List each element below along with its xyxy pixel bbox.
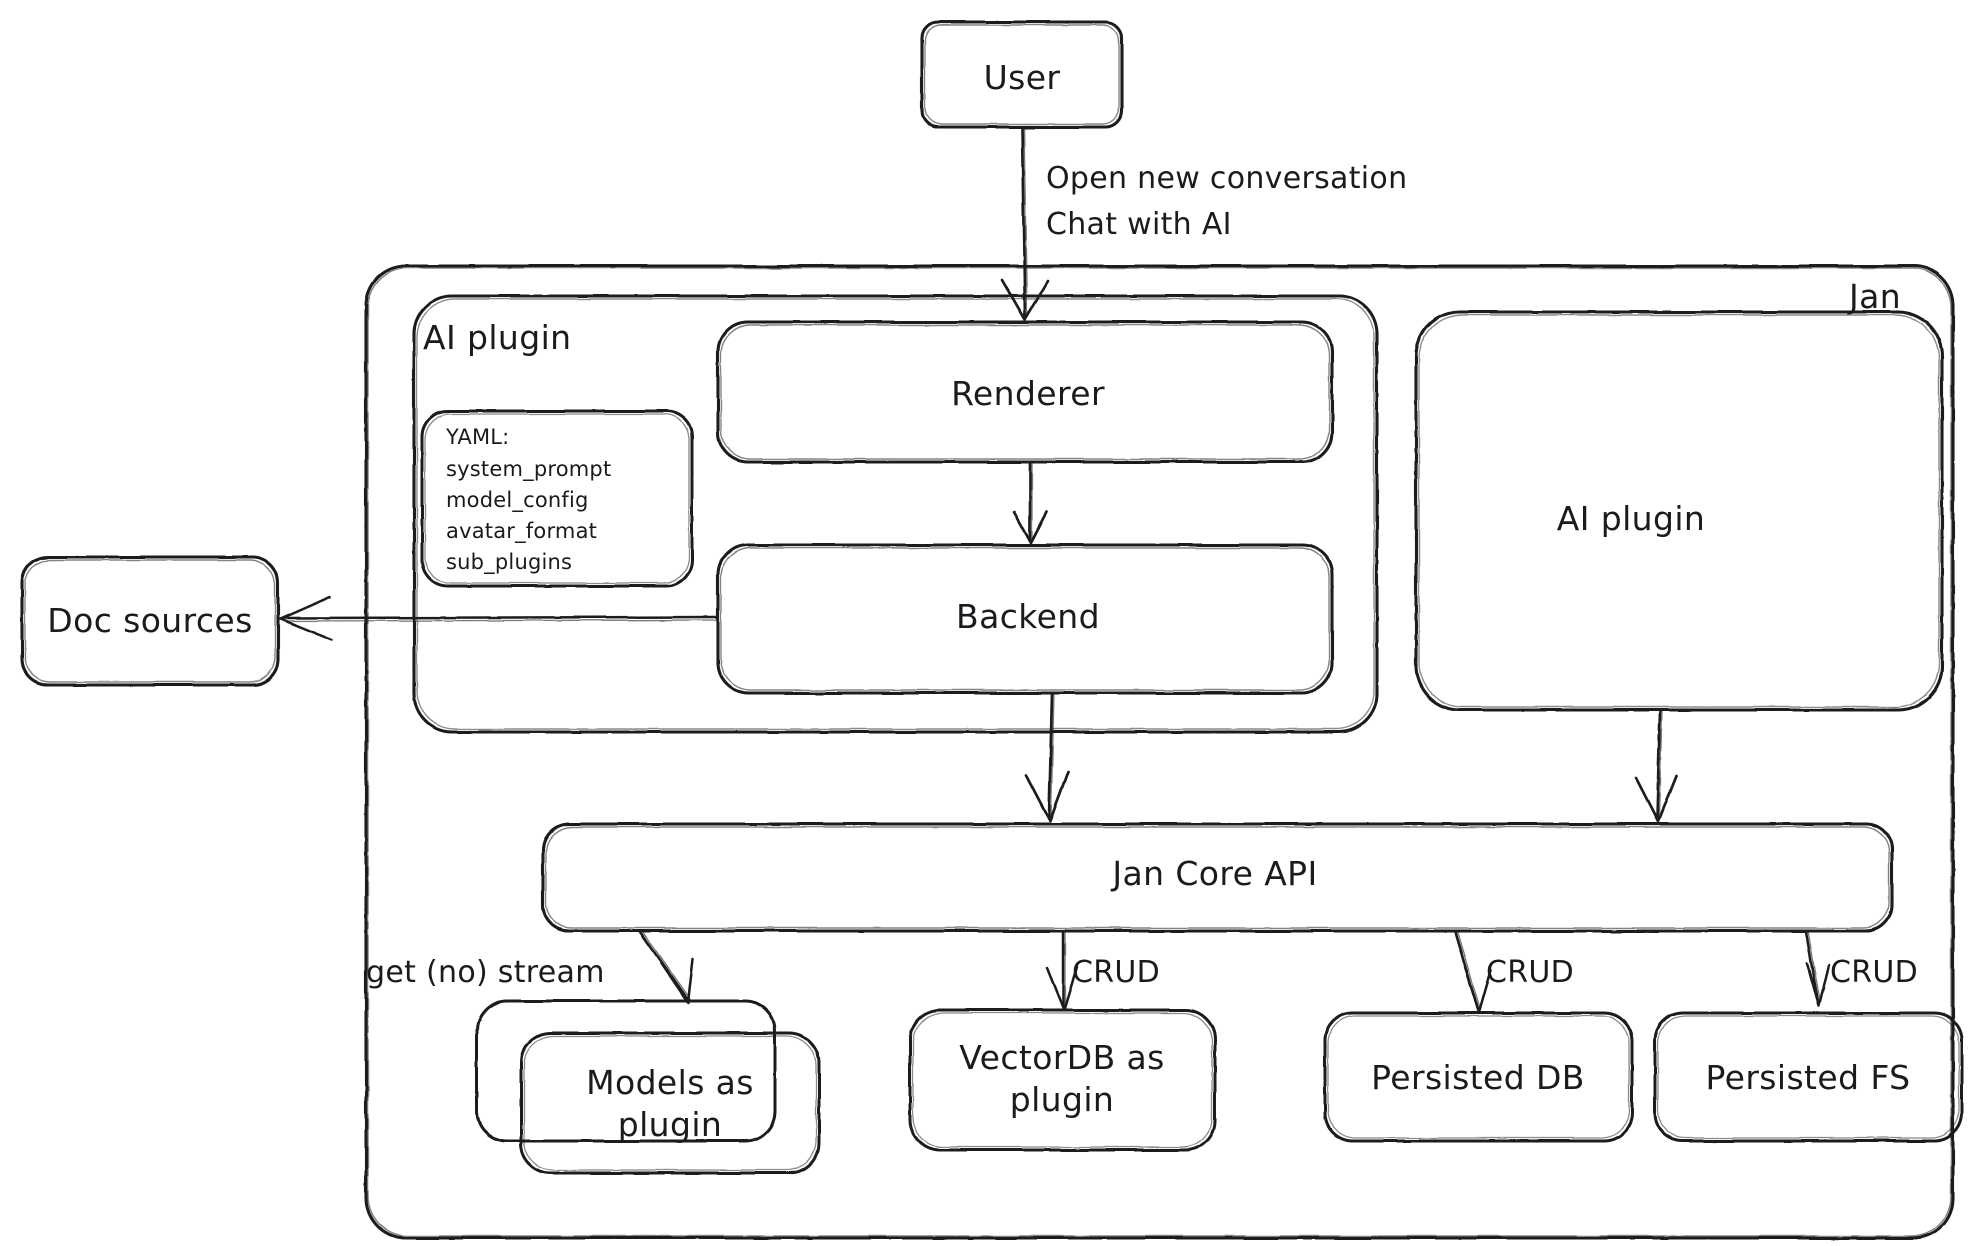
node-models-plugin-shape <box>475 999 821 1175</box>
edge-core-to-vectordb <box>1045 930 1079 1012</box>
node-ai-plugin-shape <box>1414 310 1944 712</box>
edge-core-to-persisted-fs <box>1804 930 1831 1008</box>
node-doc-sources-shape <box>20 555 280 687</box>
node-yaml-card-shape <box>420 409 694 588</box>
edge-backend-to-doc-sources <box>278 595 718 642</box>
edge-ai-plugin-to-jan-core-api <box>1634 710 1678 823</box>
edge-renderer-to-backend <box>1012 462 1049 545</box>
node-backend-shape <box>716 543 1334 695</box>
group-jan-boundary <box>364 264 1955 1240</box>
node-persisted-fs-shape <box>1653 1011 1964 1143</box>
group-ai-plugin-boundary <box>412 294 1379 734</box>
edge-core-to-models <box>638 930 695 1005</box>
node-renderer-shape <box>716 320 1334 464</box>
node-vectordb-shape <box>908 1008 1217 1152</box>
node-jan-core-api-shape <box>541 822 1894 933</box>
edge-core-to-persisted-db <box>1453 930 1493 1014</box>
edge-backend-to-jan-core-api <box>1024 693 1070 823</box>
node-user-shape <box>920 20 1124 129</box>
edge-user-to-renderer <box>1000 125 1050 322</box>
node-persisted-db-shape <box>1323 1011 1634 1143</box>
